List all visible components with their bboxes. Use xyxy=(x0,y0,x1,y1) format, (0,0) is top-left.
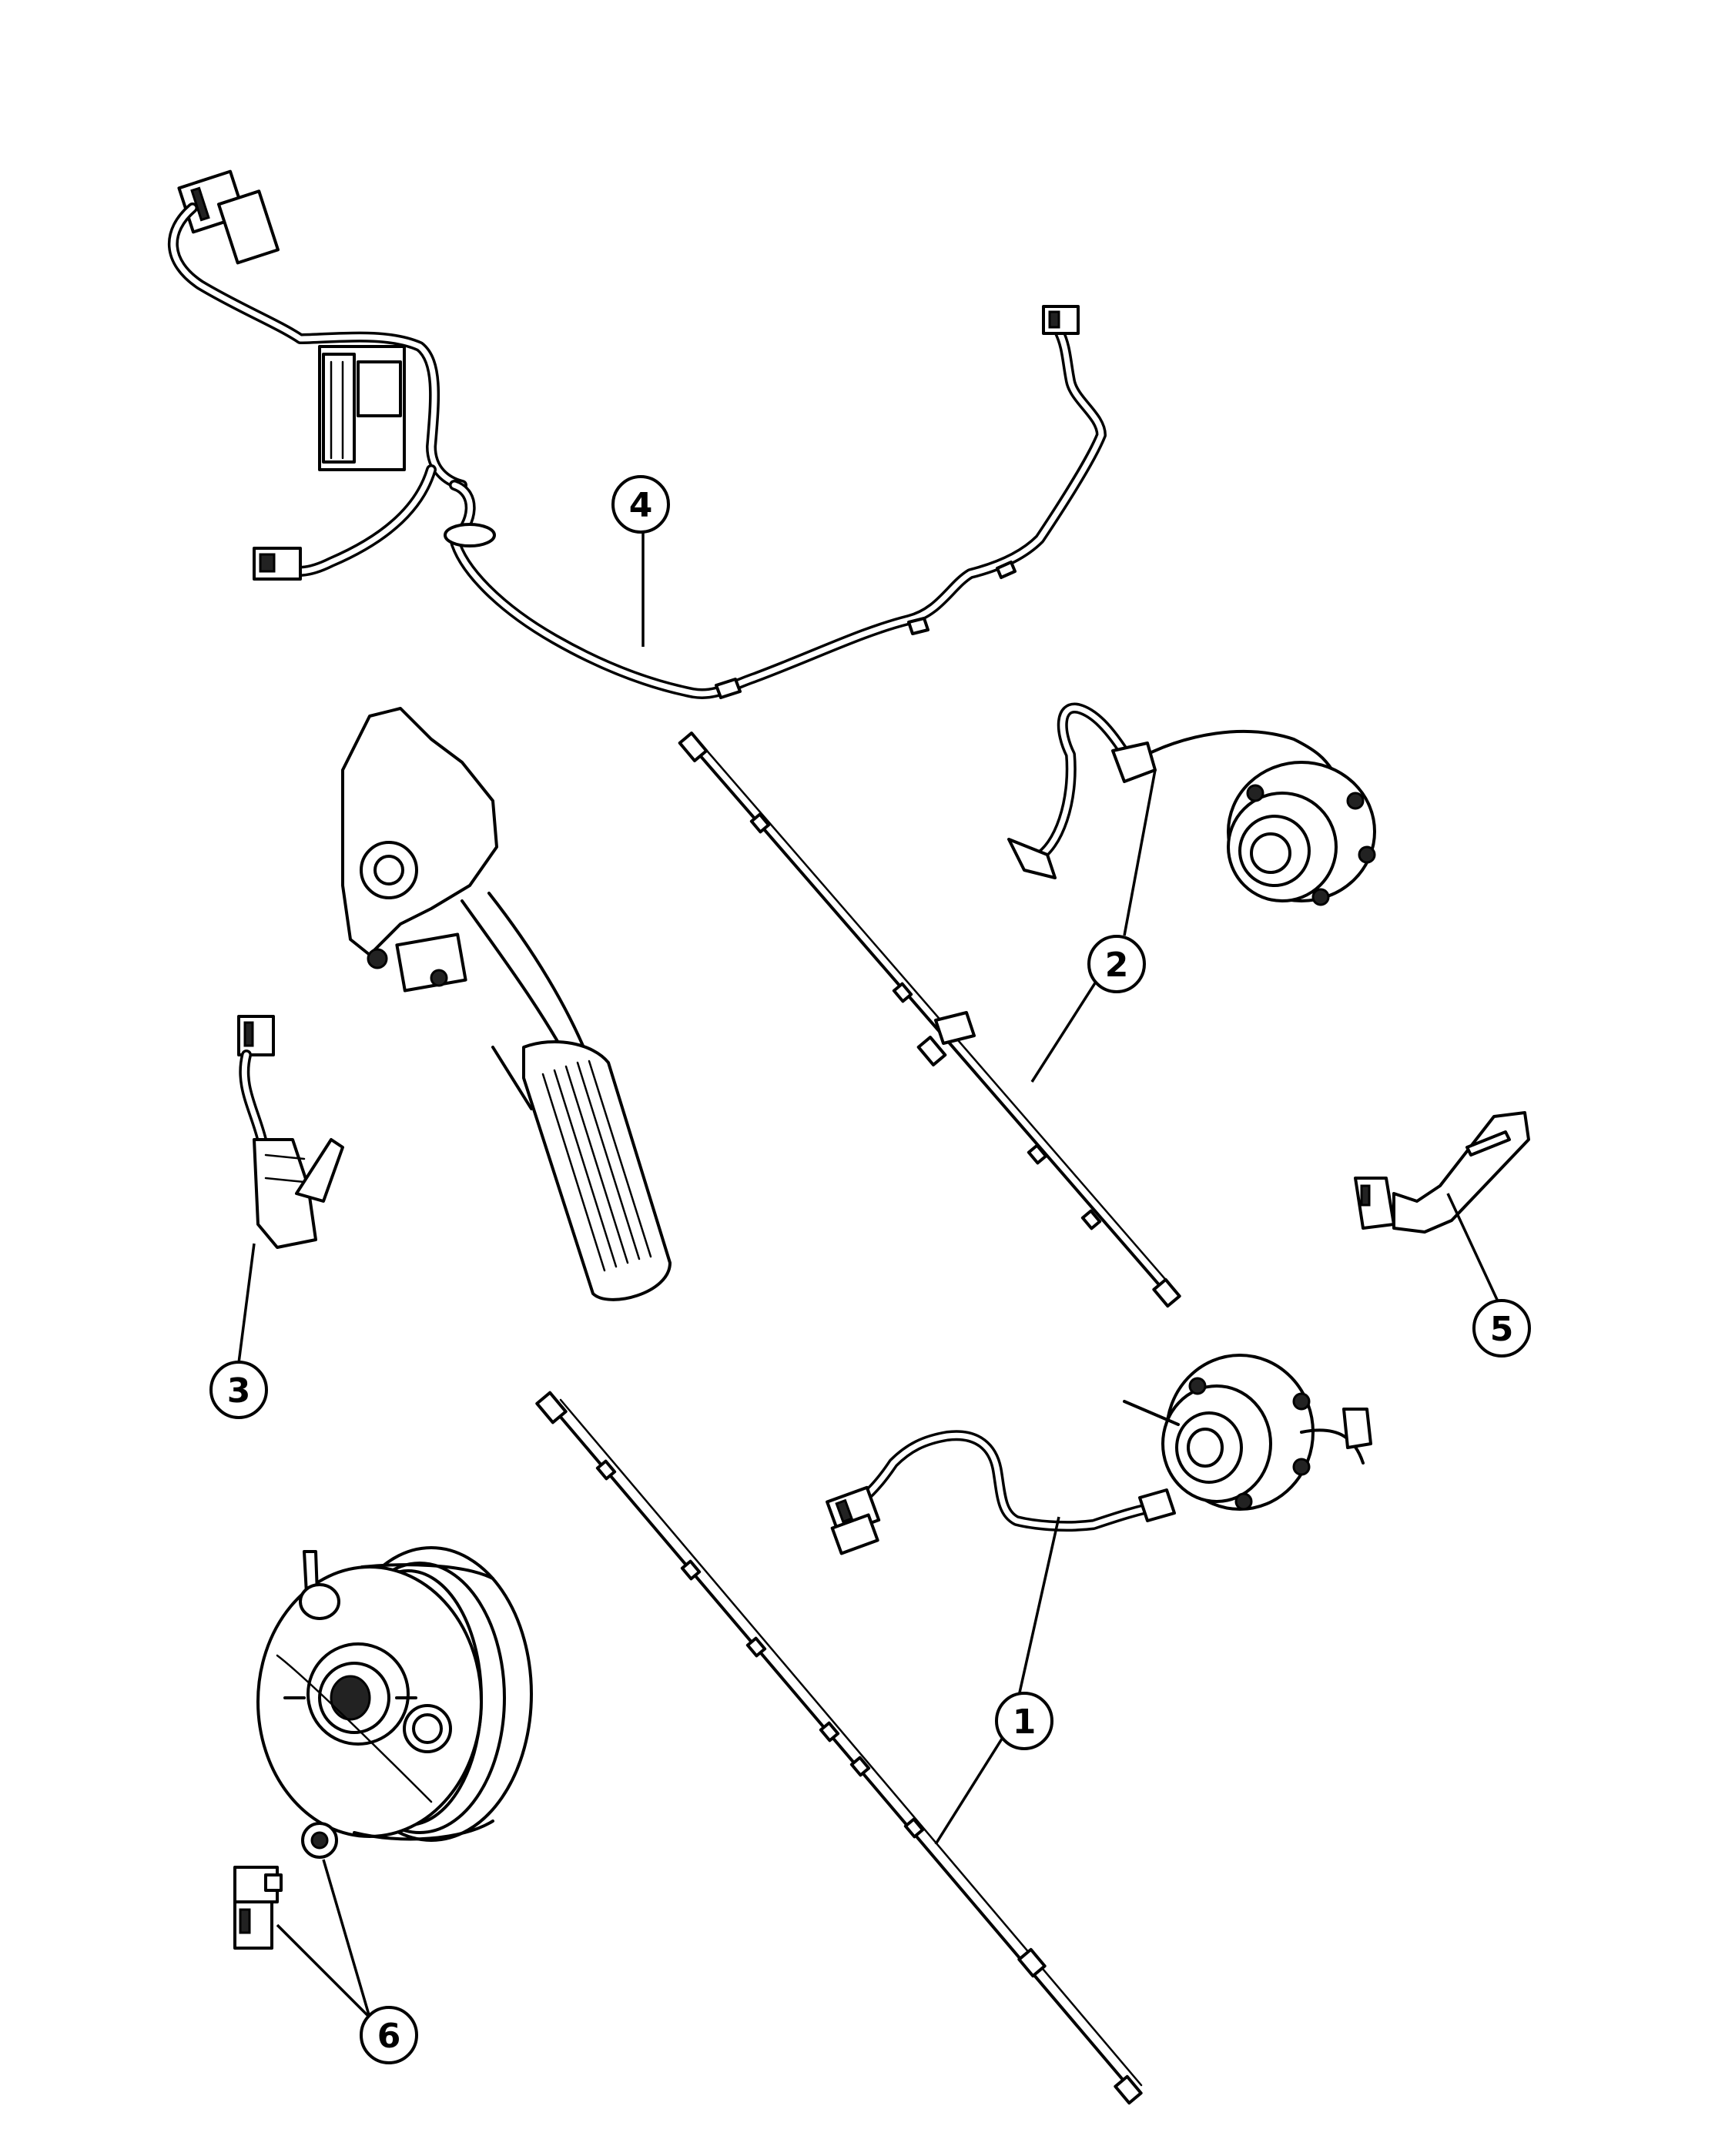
callout-3-label: 3 xyxy=(227,1371,251,1411)
callout-1-label: 1 xyxy=(1013,1702,1037,1742)
wheel-speed-sensor-cable-upper xyxy=(678,732,1181,1308)
harness-left-connector xyxy=(253,547,302,581)
lower-sensor-connector xyxy=(826,1485,881,1555)
wheel-speed-sensor-cable-lower xyxy=(535,1391,1143,2105)
harness-module xyxy=(318,345,406,471)
harness-top-connector xyxy=(177,169,280,265)
callout-4-label: 4 xyxy=(629,486,653,525)
booster-seal xyxy=(301,1822,338,1859)
callout-3: 3 xyxy=(209,1361,268,1419)
callout-2-label: 2 xyxy=(1105,946,1129,985)
callout-5: 5 xyxy=(1472,1299,1531,1358)
callout-6: 6 xyxy=(360,2006,418,2064)
brake-booster xyxy=(256,1546,533,1842)
vacuum-sensor xyxy=(233,1866,283,1950)
callout-6-label: 6 xyxy=(377,2017,401,2056)
upper-wheel-hub xyxy=(1007,702,1376,906)
lower-wheel-hub xyxy=(826,1354,1372,1555)
callout-5-label: 5 xyxy=(1490,1310,1514,1349)
callout-1: 1 xyxy=(995,1692,1053,1750)
callout-2: 2 xyxy=(1087,935,1146,993)
pedal-position-sensor xyxy=(237,1015,344,1249)
sensor-bracket xyxy=(1354,1111,1530,1234)
accelerator-pedal xyxy=(341,707,672,1301)
harness-right-connector xyxy=(1042,305,1080,335)
wiring-harness xyxy=(168,169,1107,699)
callout-4: 4 xyxy=(611,475,670,534)
